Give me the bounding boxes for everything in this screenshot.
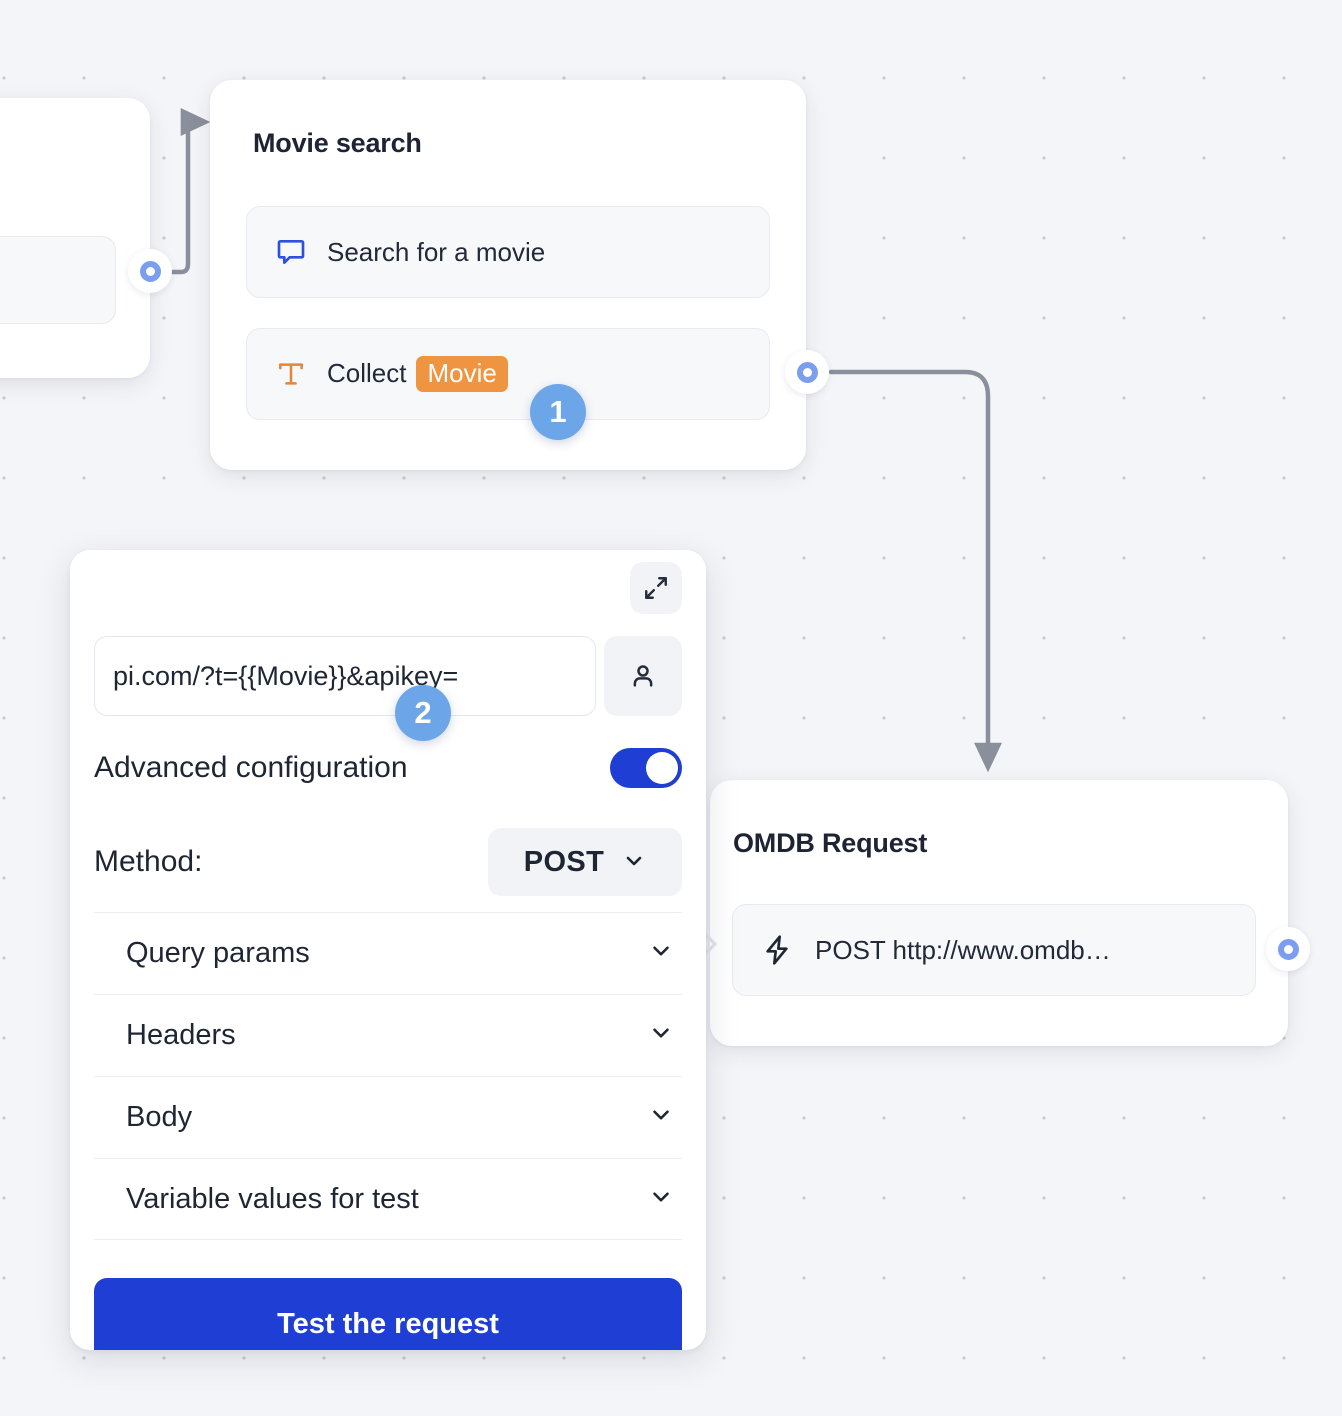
node-output-port-partial[interactable] xyxy=(128,249,172,293)
variable-chip-movie[interactable]: Movie xyxy=(416,355,508,393)
node-row-post-request[interactable]: POST http://www.omdb… xyxy=(732,904,1256,996)
request-config-panel[interactable]: Advanced configuration Method: POST Quer… xyxy=(70,550,706,1350)
chat-bubble-icon xyxy=(275,236,307,268)
expand-arrows-icon-button[interactable] xyxy=(630,562,682,614)
toggle-knob xyxy=(646,752,678,784)
chevron-down-icon xyxy=(648,1102,674,1133)
chevron-down-icon xyxy=(648,938,674,969)
step-badge-2: 2 xyxy=(395,685,451,741)
accordion-item-query-params[interactable]: Query params xyxy=(94,912,682,994)
node-row-partial[interactable] xyxy=(0,236,116,324)
node-row-label-search: Search for a movie xyxy=(327,236,546,267)
method-row: Method: POST xyxy=(94,828,682,896)
accordion-label: Variable values for test xyxy=(126,1182,419,1215)
accordion-item-headers[interactable]: Headers xyxy=(94,994,682,1076)
advanced-configuration-row: Advanced configuration xyxy=(94,740,682,796)
lightning-bolt-icon xyxy=(761,934,793,966)
advanced-configuration-label: Advanced configuration xyxy=(94,751,408,784)
node-title-movie-search: Movie search xyxy=(253,128,422,158)
node-card-omdb-request[interactable]: OMDB Request POST http://www.omdb… xyxy=(710,780,1288,1046)
node-output-port-movie-search[interactable] xyxy=(785,350,829,394)
chevron-down-icon xyxy=(648,1020,674,1051)
collect-text: Collect xyxy=(327,358,407,389)
node-card-movie-search[interactable]: Movie search Search for a movie Collect … xyxy=(210,80,806,470)
accordion-item-variable-values-for-test[interactable]: Variable values for test xyxy=(94,1158,682,1240)
url-row xyxy=(94,636,682,716)
method-label: Method: xyxy=(94,845,203,878)
node-title-omdb-request: OMDB Request xyxy=(733,828,928,858)
node-row-label-post: POST http://www.omdb… xyxy=(815,934,1111,965)
url-input[interactable] xyxy=(94,636,596,716)
node-row-search-for-a-movie[interactable]: Search for a movie xyxy=(246,206,770,298)
node-row-label-collect: Collect Movie xyxy=(327,355,508,393)
chevron-down-icon xyxy=(648,1184,674,1215)
method-selected-value: POST xyxy=(523,845,605,878)
accordion-item-body[interactable]: Body xyxy=(94,1076,682,1158)
accordion-list: Query params Headers Body Variable value… xyxy=(94,912,682,1240)
accordion-label: Query params xyxy=(126,937,310,969)
node-row-collect-movie[interactable]: Collect Movie xyxy=(246,328,770,420)
chevron-down-icon xyxy=(622,849,646,876)
node-output-port-omdb[interactable] xyxy=(1266,927,1310,971)
test-the-request-button[interactable]: Test the request xyxy=(94,1278,682,1350)
accordion-label: Headers xyxy=(126,1019,236,1051)
accordion-label: Body xyxy=(126,1101,193,1133)
node-card-partial[interactable] xyxy=(0,98,150,378)
step-badge-1: 1 xyxy=(530,384,586,440)
text-type-icon xyxy=(275,358,307,390)
advanced-configuration-toggle[interactable] xyxy=(610,748,682,788)
person-icon-button[interactable] xyxy=(604,636,682,716)
method-select-dropdown[interactable]: POST xyxy=(488,828,682,896)
